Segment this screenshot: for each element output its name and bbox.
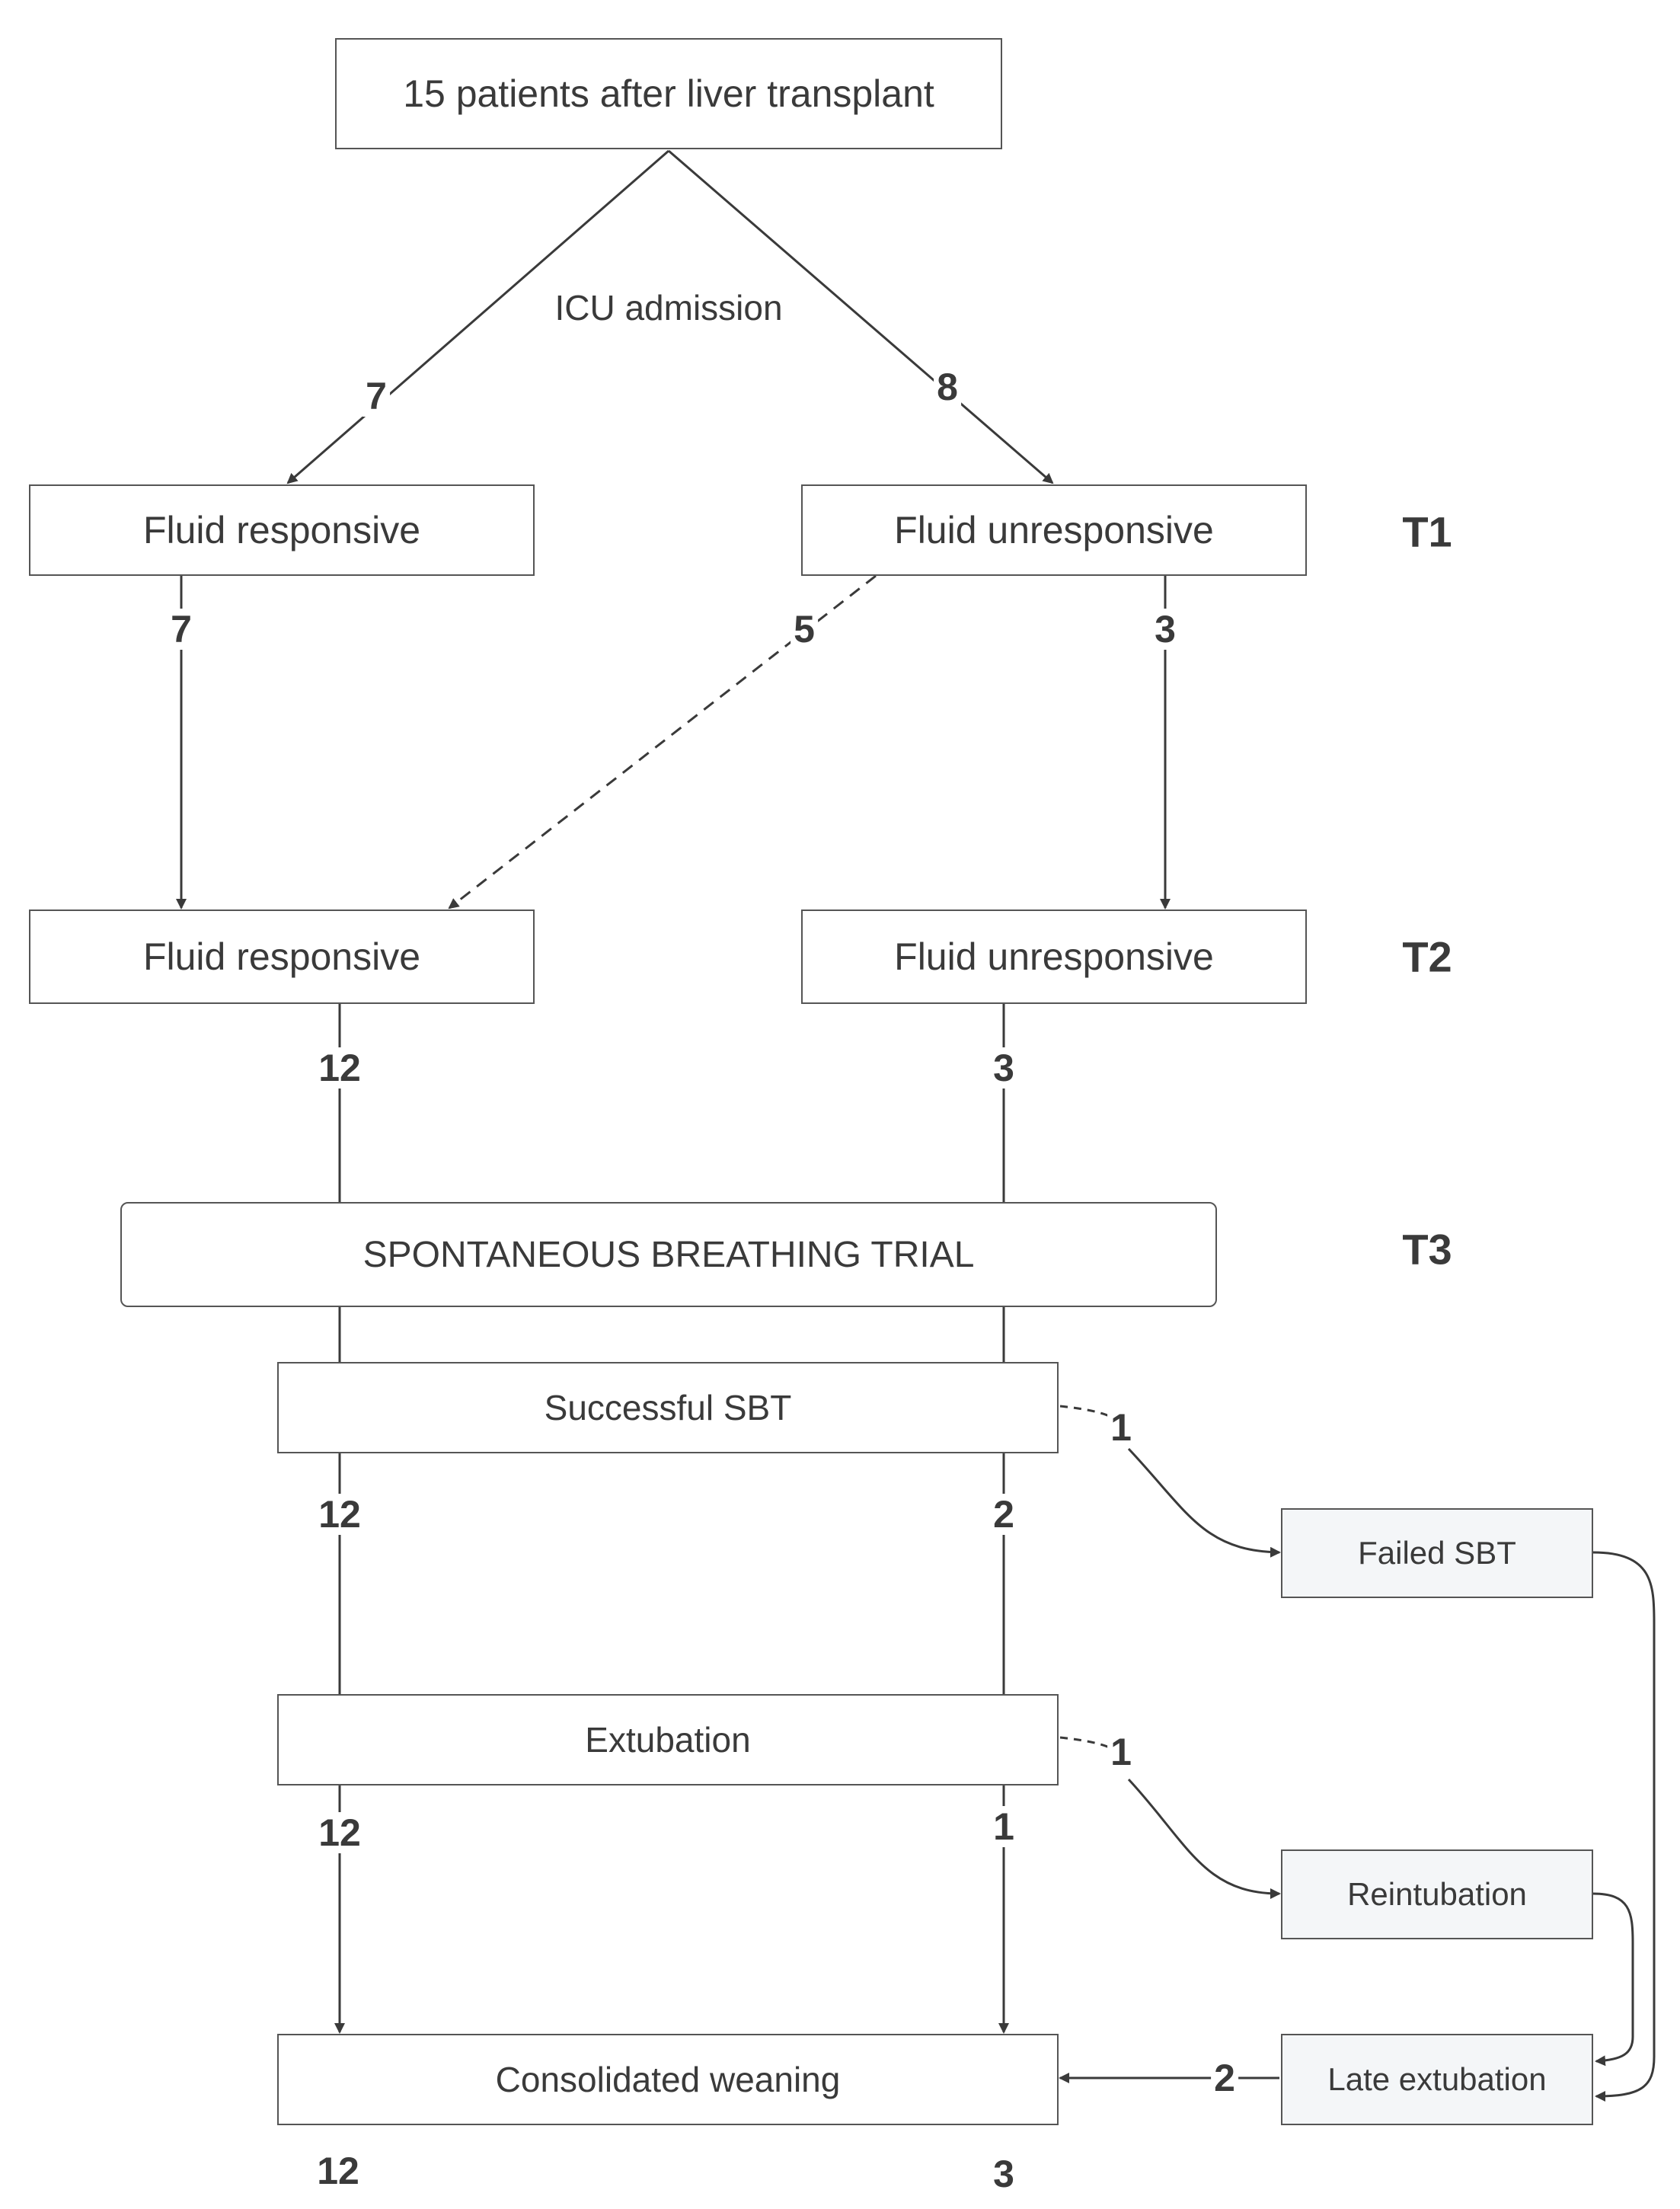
time-point-t1: T1: [1402, 507, 1452, 556]
root-node-label: 15 patients after liver transplant: [403, 72, 934, 115]
late-extubation-label: Late extubation: [1327, 2061, 1547, 2097]
count-t1-resp-to-t2-resp: 7: [168, 609, 195, 650]
edge-extub-to-reintub-curve: [1127, 1778, 1281, 1899]
count-t1-unresp-to-t2-resp: 5: [790, 609, 818, 650]
t1-fluid-responsive-label: Fluid responsive: [142, 509, 421, 551]
consolidated-weaning-node: Consolidated weaning: [277, 2034, 1059, 2125]
sbt-label: SPONTANEOUS BREATHING TRIAL: [363, 1234, 975, 1275]
reintubation-node: Reintubation: [1281, 1849, 1593, 1939]
time-point-t2: T2: [1402, 932, 1452, 981]
count-final-left: 12: [314, 2150, 363, 2191]
count-t2-resp-to-sbt: 12: [315, 1047, 364, 1089]
count-t2-unresp-to-sbt: 3: [990, 1047, 1017, 1089]
consolidated-weaning-label: Consolidated weaning: [495, 2060, 841, 2099]
count-late-to-weaning: 2: [1211, 2057, 1238, 2099]
root-node: 15 patients after liver transplant: [335, 38, 1002, 149]
count-t1-unresp-to-t2-unresp: 3: [1151, 609, 1179, 650]
count-root-to-unresponsive: 8: [934, 366, 961, 408]
t1-fluid-unresponsive-node: Fluid unresponsive: [801, 484, 1307, 576]
count-success-left: 12: [315, 1494, 364, 1535]
edge-root-to-unresponsive: [668, 149, 1054, 484]
count-to-failed-sbt: 1: [1107, 1407, 1135, 1448]
extubation-label: Extubation: [585, 1720, 751, 1760]
successful-sbt-label: Successful SBT: [544, 1388, 792, 1427]
icu-admission-label: ICU admission: [554, 288, 783, 328]
t1-fluid-responsive-node: Fluid responsive: [29, 484, 535, 576]
sbt-node: SPONTANEOUS BREATHING TRIAL: [120, 1202, 1217, 1307]
failed-sbt-label: Failed SBT: [1358, 1535, 1516, 1571]
count-extub-right: 1: [990, 1806, 1017, 1847]
count-success-right: 2: [990, 1494, 1017, 1535]
t2-fluid-responsive-node: Fluid responsive: [29, 909, 535, 1004]
time-point-t3: T3: [1402, 1225, 1452, 1274]
successful-sbt-node: Successful SBT: [277, 1362, 1059, 1453]
count-root-to-responsive: 7: [363, 376, 390, 417]
extubation-node: Extubation: [277, 1694, 1059, 1785]
t2-fluid-unresponsive-node: Fluid unresponsive: [801, 909, 1307, 1004]
t2-fluid-unresponsive-label: Fluid unresponsive: [894, 935, 1214, 978]
edge-failed-to-late: [1592, 1551, 1656, 2102]
edge-root-to-responsive: [286, 149, 669, 484]
edge-success-to-failed-curve: [1127, 1447, 1281, 1558]
count-extub-left: 12: [315, 1812, 364, 1853]
edge-reintub-to-late: [1592, 1892, 1634, 2067]
late-extubation-node: Late extubation: [1281, 2034, 1593, 2125]
reintubation-label: Reintubation: [1347, 1876, 1527, 1912]
t1-fluid-unresponsive-label: Fluid unresponsive: [894, 509, 1214, 551]
count-final-right: 3: [990, 2153, 1017, 2195]
count-to-reintubation: 1: [1107, 1731, 1135, 1773]
failed-sbt-node: Failed SBT: [1281, 1508, 1593, 1598]
t2-fluid-responsive-label: Fluid responsive: [142, 935, 421, 978]
